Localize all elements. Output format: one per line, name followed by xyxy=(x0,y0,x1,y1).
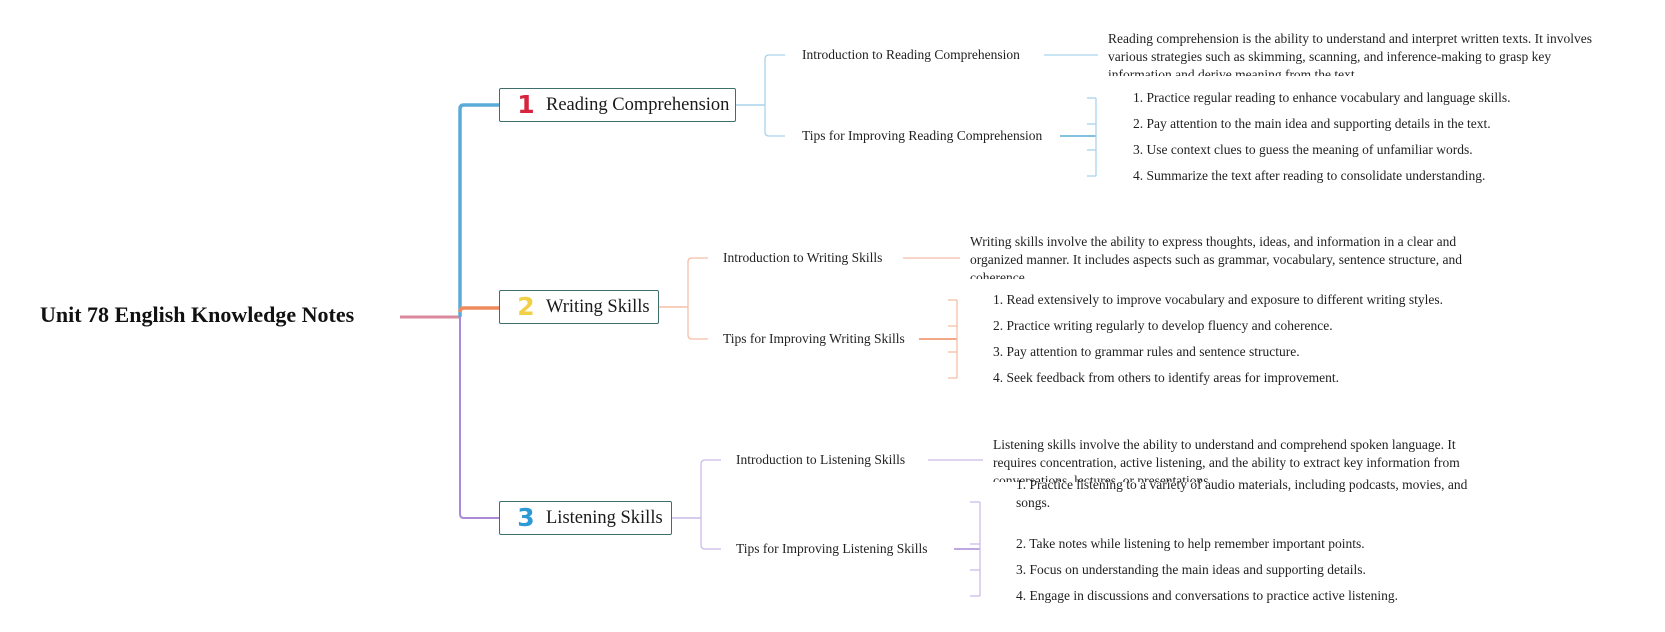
trunk-line-3 xyxy=(459,317,499,519)
branch-box-2[interactable]: 2 Writing Skills xyxy=(499,290,659,324)
intro-description: Listening skills involve the ability to … xyxy=(993,437,1460,482)
subtopic-connector-intro xyxy=(700,459,721,518)
tip-item: 1. Practice regular reading to enhance v… xyxy=(1133,90,1511,105)
subtopic-connector-tips xyxy=(687,307,708,340)
branch-number-icon: 1 xyxy=(517,90,535,119)
subtopic-intro-label: Introduction to Reading Comprehension xyxy=(802,47,1020,62)
branch-number-icon: 3 xyxy=(517,503,535,532)
subtopic-intro-label: Introduction to Writing Skills xyxy=(723,250,883,265)
branch-box-3[interactable]: 3 Listening Skills xyxy=(499,501,672,535)
subtopic-intro-label: Introduction to Listening Skills xyxy=(736,452,906,467)
tip-item: 2. Take notes while listening to help re… xyxy=(1016,536,1365,551)
tip-item: 2. Pay attention to the main idea and su… xyxy=(1133,116,1491,131)
branch-box-1[interactable]: 1 Reading Comprehension xyxy=(499,88,736,122)
tip-item: 1. Read extensively to improve vocabular… xyxy=(993,292,1444,307)
tip-item: 3. Focus on understanding the main ideas… xyxy=(1016,562,1366,577)
intro-description: Writing skills involve the ability to ex… xyxy=(970,234,1463,279)
subtopic-connector-tips xyxy=(764,105,785,137)
tip-item: 4. Seek feedback from others to identify… xyxy=(993,370,1340,385)
tip-item: 3. Pay attention to grammar rules and se… xyxy=(993,344,1300,359)
trunk-line-1 xyxy=(458,103,499,317)
branch-number-icon: 2 xyxy=(517,292,535,321)
tip-item: 4. Summarize the text after reading to c… xyxy=(1133,168,1486,183)
trunk-line-2 xyxy=(458,306,499,313)
tip-item: 2. Practice writing regularly to develop… xyxy=(993,318,1333,333)
subtopic-connector-tips xyxy=(700,518,721,550)
branch-label: Reading Comprehension xyxy=(546,94,730,115)
tip-item: 1. Practice listening to a variety of au… xyxy=(1016,477,1468,510)
intro-description: Reading comprehension is the ability to … xyxy=(1108,31,1593,76)
subtopic-connector-intro xyxy=(687,257,708,307)
root-topic: Unit 78 English Knowledge Notes xyxy=(40,302,355,327)
subtopic-tips-label: Tips for Improving Writing Skills xyxy=(723,331,905,346)
subtopic-tips-label: Tips for Improving Listening Skills xyxy=(736,541,928,556)
tip-item: 4. Engage in discussions and conversatio… xyxy=(1016,588,1399,603)
branch-label: Listening Skills xyxy=(546,507,663,528)
tip-item: 3. Use context clues to guess the meanin… xyxy=(1133,142,1473,157)
branch-label: Writing Skills xyxy=(546,296,650,317)
subtopic-tips-label: Tips for Improving Reading Comprehension xyxy=(802,128,1043,143)
subtopic-connector-intro xyxy=(764,54,785,105)
